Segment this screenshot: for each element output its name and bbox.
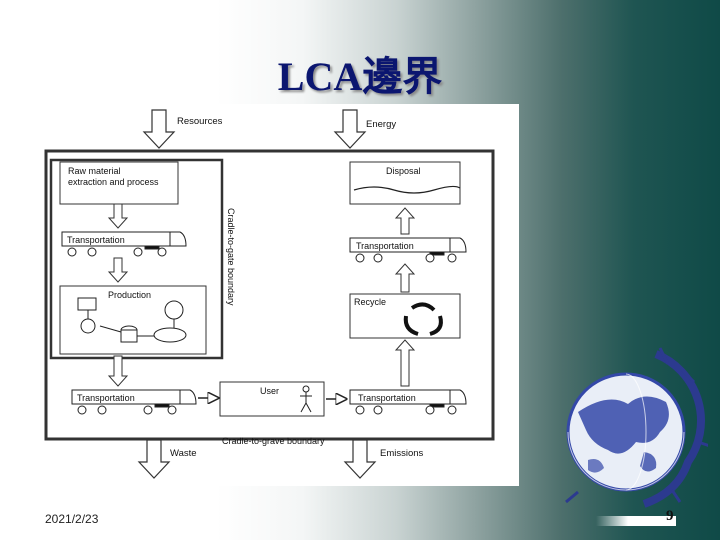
raw-material-label-2: extraction and process	[68, 177, 159, 187]
disposal-ground-line	[353, 185, 461, 194]
recycle-label: Recycle	[354, 297, 386, 307]
transportation-label-4: Transportation	[356, 241, 414, 251]
slide-page-number: 9	[666, 508, 674, 524]
user-label: User	[260, 386, 279, 396]
disposal-label: Disposal	[386, 166, 421, 176]
transportation-label-3: Transportation	[358, 393, 416, 403]
resources-input-arrow	[142, 109, 176, 149]
emissions-output-arrow	[343, 439, 377, 479]
cradle-to-gate-label: Cradle-to-gate boundary	[226, 208, 236, 306]
recycle-arrows-icon	[403, 302, 443, 336]
arrow-transport-to-production	[107, 257, 129, 283]
production-label: Production	[108, 290, 151, 300]
arrow-raw-to-transport	[107, 203, 129, 229]
truck-icon-3	[349, 389, 467, 415]
disposal-box	[349, 161, 461, 205]
truck-icon-1	[61, 231, 187, 257]
cradle-to-grave-boundary-box	[44, 149, 495, 441]
raw-material-label-1: Raw material	[68, 166, 121, 176]
arrow-transport-to-recycle	[394, 339, 416, 387]
waste-output-arrow	[137, 439, 171, 479]
transportation-label-2: Transportation	[77, 393, 135, 403]
truck-icon-4	[349, 237, 467, 263]
diagram-svg: Resources Energy Raw material extraction…	[44, 109, 495, 479]
arrow-transport-to-disposal	[394, 207, 416, 235]
arrow-production-to-transport	[107, 355, 129, 387]
cradle-to-grave-label: Cradle-to-grave boundary	[222, 436, 325, 446]
user-box	[219, 381, 325, 417]
lca-boundary-diagram: Resources Energy Raw material extraction…	[20, 104, 519, 486]
production-machines-icon	[77, 297, 187, 343]
globe-icon	[565, 347, 708, 508]
raw-material-box	[59, 161, 179, 205]
waste-label: Waste	[170, 448, 197, 459]
slide-title: LCA邊界	[277, 54, 443, 99]
page-number-bar	[596, 516, 676, 526]
arrow-recycle-to-transport	[394, 263, 416, 293]
energy-label: Energy	[366, 119, 396, 130]
transportation-label-1: Transportation	[67, 235, 125, 245]
resources-label: Resources	[177, 116, 223, 127]
slide-date: 2021/2/23	[45, 512, 99, 526]
truck-icon-2	[71, 389, 197, 415]
cradle-to-gate-boundary-box	[49, 158, 224, 360]
emissions-label: Emissions	[380, 448, 424, 459]
energy-input-arrow	[333, 109, 367, 149]
user-person-icon	[300, 385, 312, 413]
